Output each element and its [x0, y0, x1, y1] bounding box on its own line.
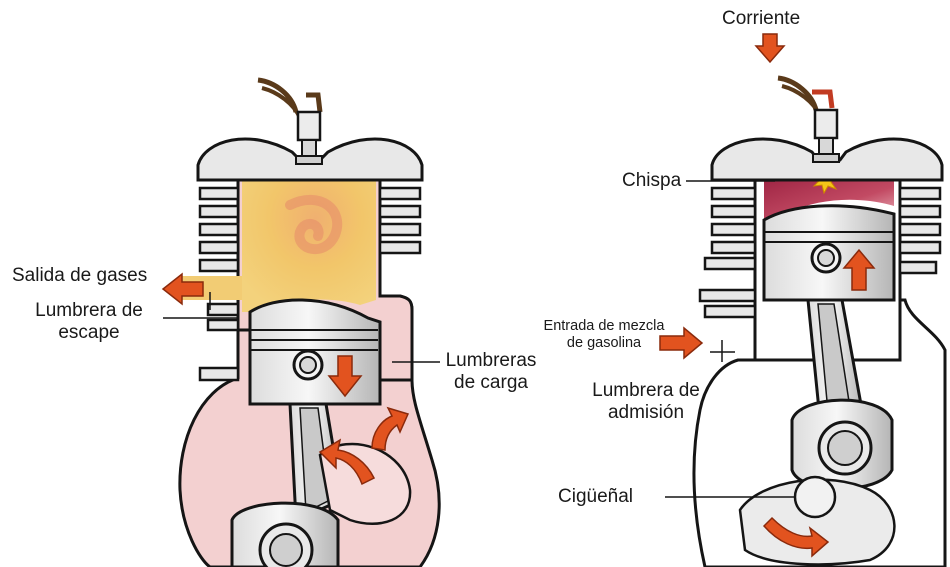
right-cooling-fins-right: [900, 188, 940, 273]
label-current: Corriente: [722, 8, 800, 30]
current-arrow-down-icon: [756, 34, 784, 62]
label-transfer-ports: Lumbreras de carga: [436, 350, 546, 394]
label-transfer-ports-line2: de carga: [436, 372, 546, 394]
label-spark: Chispa: [622, 170, 681, 192]
label-exhaust-port-line1: Lumbrera de: [14, 300, 164, 322]
label-exhaust-port-line2: escape: [14, 322, 164, 344]
label-transfer-ports-line1: Lumbreras: [436, 350, 546, 372]
label-exhaust-port: Lumbrera de escape: [14, 300, 164, 344]
right-piston: [764, 206, 894, 300]
label-intake-port: Lumbrera de admisión: [584, 380, 708, 424]
label-intake-port-line1: Lumbrera de: [584, 380, 708, 402]
right-cooling-fins-left: [700, 188, 755, 317]
right-engine: [694, 78, 945, 567]
left-piston: [250, 300, 380, 404]
left-cooling-fins-right: [380, 188, 420, 253]
label-intake-port-line2: admisión: [584, 402, 708, 424]
left-combustion-gas: [242, 168, 376, 312]
label-exhaust-out: Salida de gases: [12, 265, 147, 287]
label-mixture-in-line2: de gasolina: [528, 335, 680, 352]
label-mixture-in: Entrada de mezcla de gasolina: [528, 318, 680, 351]
right-crankshaft-journal: [795, 477, 835, 517]
left-engine: [178, 80, 439, 567]
label-mixture-in-line1: Entrada de mezcla: [528, 318, 680, 335]
label-crankshaft: Cigüeñal: [558, 486, 633, 508]
